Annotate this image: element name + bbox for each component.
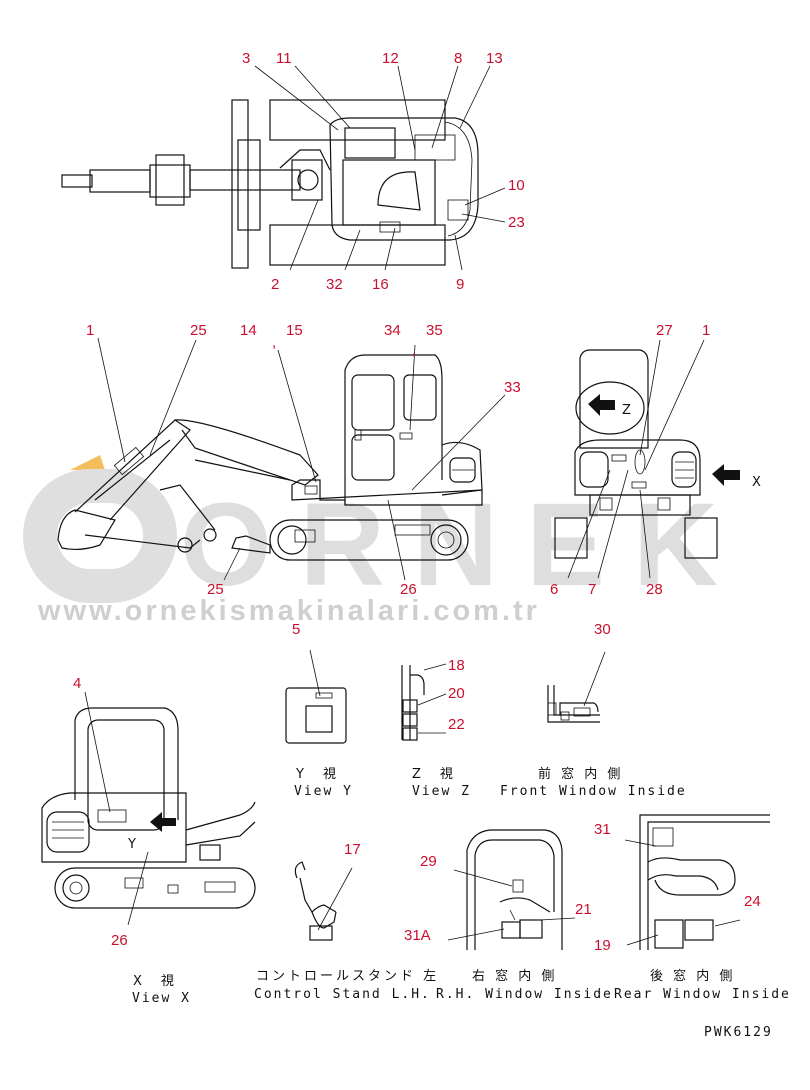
callout-label: 22 [448,716,465,733]
arrow-icon [588,394,615,416]
view-x-drawing: 4 26 Y X 視 View X [41,675,256,1006]
callout-label: 16 [372,276,389,293]
watermark-logo [23,455,177,603]
front-window-drawing: 30 前 窓 内 側 Front Window Inside [500,621,687,799]
callout-label: 33 [504,379,521,396]
callout-label: 17 [344,841,361,858]
callout-label: 25 [207,581,224,598]
caption-rear-window-jp: 後 窓 内 側 [650,968,735,984]
view-letter: Z [622,403,634,418]
callout-label: 30 [594,621,611,638]
callout-label: 26 [400,581,417,598]
callout-label: 6 [550,581,558,598]
caption-front-window-en: Front Window Inside [500,784,687,799]
arrow-icon [150,812,176,832]
callout-label: 28 [646,581,663,598]
control-stand-drawing: 17 コントロールスタンド 左 Control Stand L.H. [254,841,439,1002]
view-y-drawing: 5 Y 視 View Y [285,621,353,799]
callout-label: 20 [448,685,465,702]
callout-label: 18 [448,657,465,674]
callout-label: 14 [240,322,257,339]
callout-label: 4 [73,675,81,692]
callout-label: 10 [508,177,525,194]
callout-label: 31A [404,927,431,944]
caption-view-z-jp: Z 視 [412,767,456,782]
callout-label: 13 [486,50,503,67]
callout-label: , [272,334,276,351]
arrow-icon [712,464,740,486]
top-view-drawing [61,99,479,269]
drawing-code: PWK6129 [704,1025,773,1040]
rh-window-drawing: 29 21 31A 右 窓 内 側 R.H. Window Inside [404,829,613,1002]
callout-label: 23 [508,214,525,231]
callout-label: 3 [242,50,250,67]
callout-label: 2 [271,276,279,293]
callout-label: 24 [744,893,761,910]
callout-label: 15 [286,322,303,339]
callout-label: 25 [190,322,207,339]
callout-label: 26 [111,932,128,949]
callout-label: 12 [382,50,399,67]
callout-label: 7 [588,581,596,598]
callout-label: , [412,342,416,359]
callout-label: 11 [276,50,292,67]
callout-label: 5 [292,621,300,638]
top-view-callouts: 3 11 12 8 13 10 23 2 32 16 9 [242,50,525,293]
caption-front-window-jp: 前 窓 内 側 [538,766,623,782]
callout-label: 1 [702,322,710,339]
caption-view-z-en: View Z [412,784,471,799]
callout-label: 21 [575,901,592,918]
rear-view-callouts: 27 1 6 7 28 X Z [550,322,764,598]
caption-rear-window-en: Rear Window Inside [614,987,791,1002]
callout-label: 29 [420,853,437,870]
callout-label: 9 [456,276,464,293]
callout-label: 8 [454,50,462,67]
callout-label: 35 [426,322,443,339]
caption-control-stand-jp: コントロールスタンド 左 [256,969,439,984]
caption-view-y-en: View Y [294,784,353,799]
callout-label: 27 [656,322,673,339]
watermark: ORNEK www.ornekismakinalari.com.tr [23,455,718,627]
watermark-url: www.ornekismakinalari.com.tr [37,595,540,627]
view-letter: X [752,475,764,490]
view-z-drawing: 18 20 22 Z 視 View Z [401,657,471,799]
caption-rh-window-en: R.H. Window Inside [436,987,613,1002]
callout-label: 34 [384,322,401,339]
side-view-drawing [57,354,483,561]
callout-label: 1 [86,322,94,339]
caption-view-x-jp: X 視 [133,974,177,989]
caption-view-y-jp: Y 視 [295,767,339,782]
callout-label: 19 [594,937,611,954]
side-view-callouts: 1 25 14 , 15 34 , 35 33 25 26 [86,322,521,598]
caption-view-x-en: View X [132,991,191,1006]
rear-window-drawing: 31 24 19 後 窓 内 側 Rear Window Inside [594,814,791,1002]
caption-control-stand-en: Control Stand L.H. [254,987,431,1002]
rear-view-drawing [554,349,740,559]
view-letter: Y [127,837,139,852]
callout-label: 31 [594,821,611,838]
caption-rh-window-jp: 右 窓 内 側 [472,968,557,984]
callout-label: 32 [326,276,343,293]
